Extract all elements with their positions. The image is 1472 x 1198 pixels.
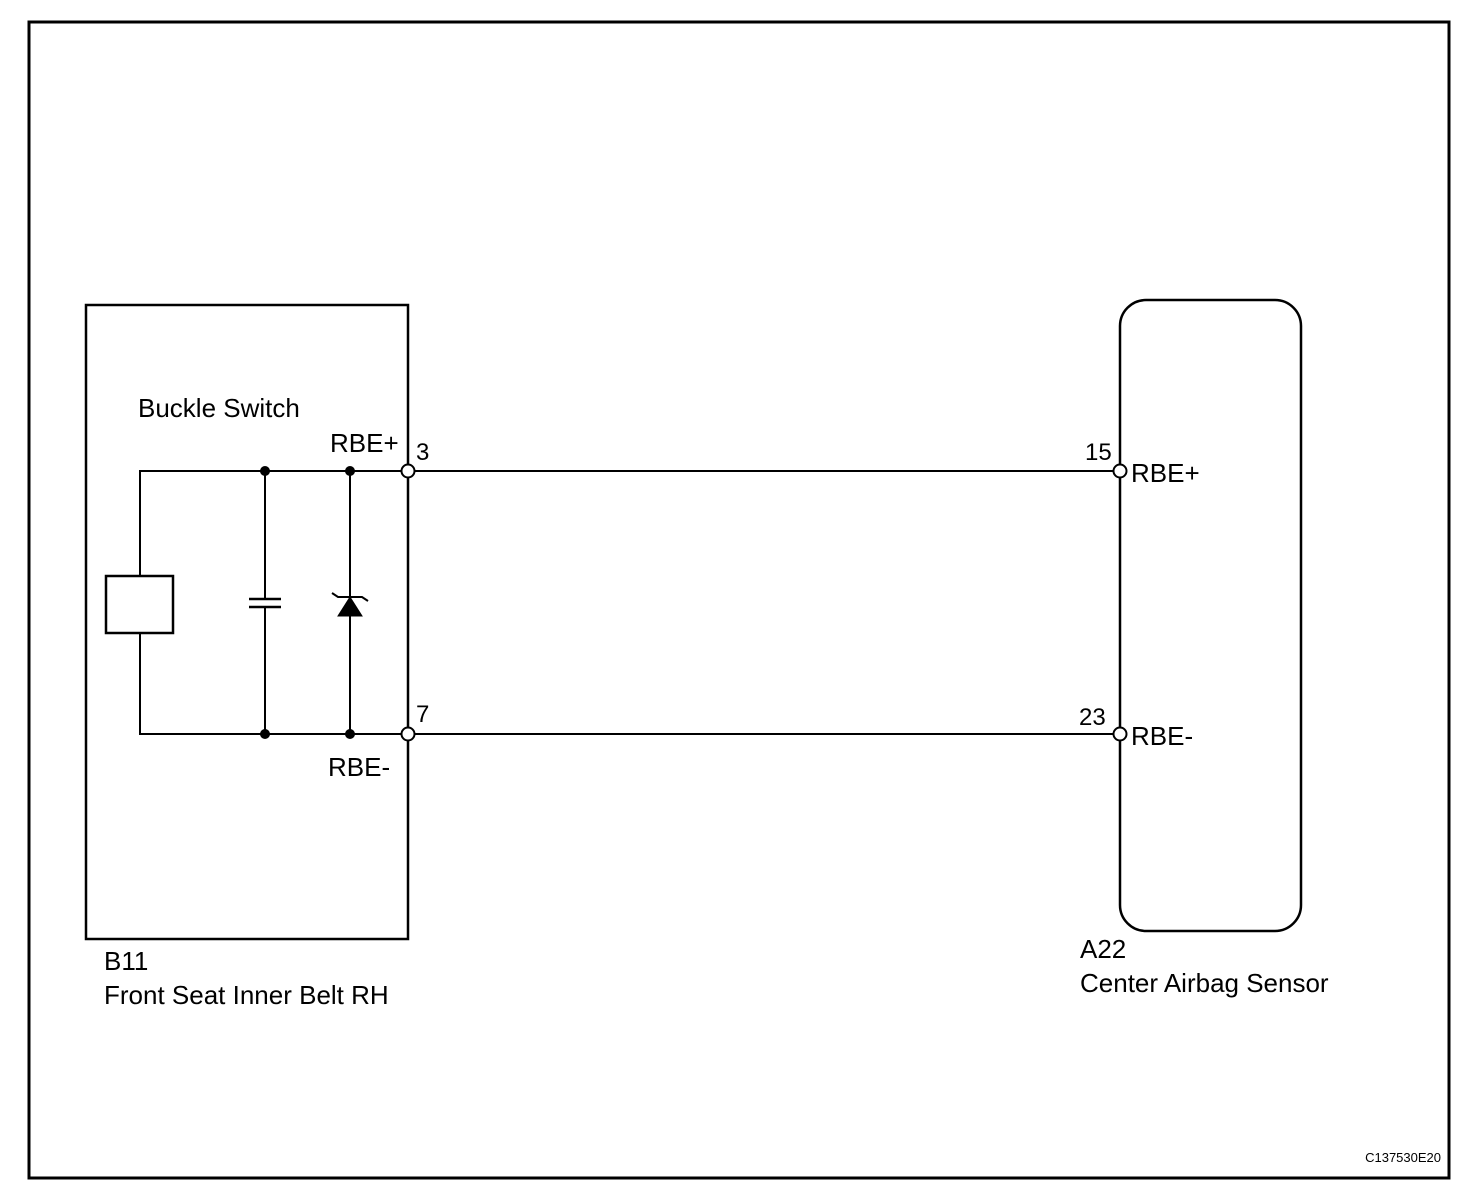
component-b11-name: Front Seat Inner Belt RH <box>104 980 389 1010</box>
junction-dot <box>260 466 270 476</box>
component-a22-name: Center Airbag Sensor <box>1080 968 1329 998</box>
junction-dot <box>345 729 355 739</box>
junction-dot <box>260 729 270 739</box>
left-pin-top-signal: RBE+ <box>330 428 399 458</box>
figure-id: C137530E20 <box>1365 1150 1441 1165</box>
right-pin-bottom-signal: RBE- <box>1131 721 1193 751</box>
junction-dot <box>345 466 355 476</box>
buckle-switch-wire-top <box>139 470 408 576</box>
left-pin-bottom-signal: RBE- <box>328 752 390 782</box>
left-pin-top-number: 3 <box>416 439 429 466</box>
capacitor-symbol <box>249 471 281 734</box>
component-a22-code: A22 <box>1080 934 1126 964</box>
terminal-15 <box>1112 463 1128 479</box>
terminal-3 <box>400 463 416 479</box>
terminal-23 <box>1112 726 1128 742</box>
buckle-switch-element <box>104 574 175 635</box>
component-b11-box <box>84 303 410 941</box>
right-pin-top-number: 15 <box>1085 439 1112 466</box>
left-pin-bottom-number: 7 <box>416 701 429 728</box>
terminal-7 <box>400 726 416 742</box>
right-pin-bottom-number: 23 <box>1079 704 1106 731</box>
component-b11: Buckle Switch RBE+ 3 RBE- 7 B11 Front Se… <box>84 303 429 1010</box>
zener-diode-symbol <box>331 471 369 734</box>
component-b11-code: B11 <box>104 946 148 976</box>
component-a22-box <box>1118 298 1303 933</box>
component-a22: 15 RBE+ 23 RBE- A22 Center Airbag Sensor <box>1079 298 1329 998</box>
right-pin-top-signal: RBE+ <box>1131 458 1200 488</box>
diagram-frame <box>27 20 1451 1180</box>
buckle-switch-label: Buckle Switch <box>138 393 300 423</box>
buckle-switch-wire-bottom <box>139 632 408 735</box>
